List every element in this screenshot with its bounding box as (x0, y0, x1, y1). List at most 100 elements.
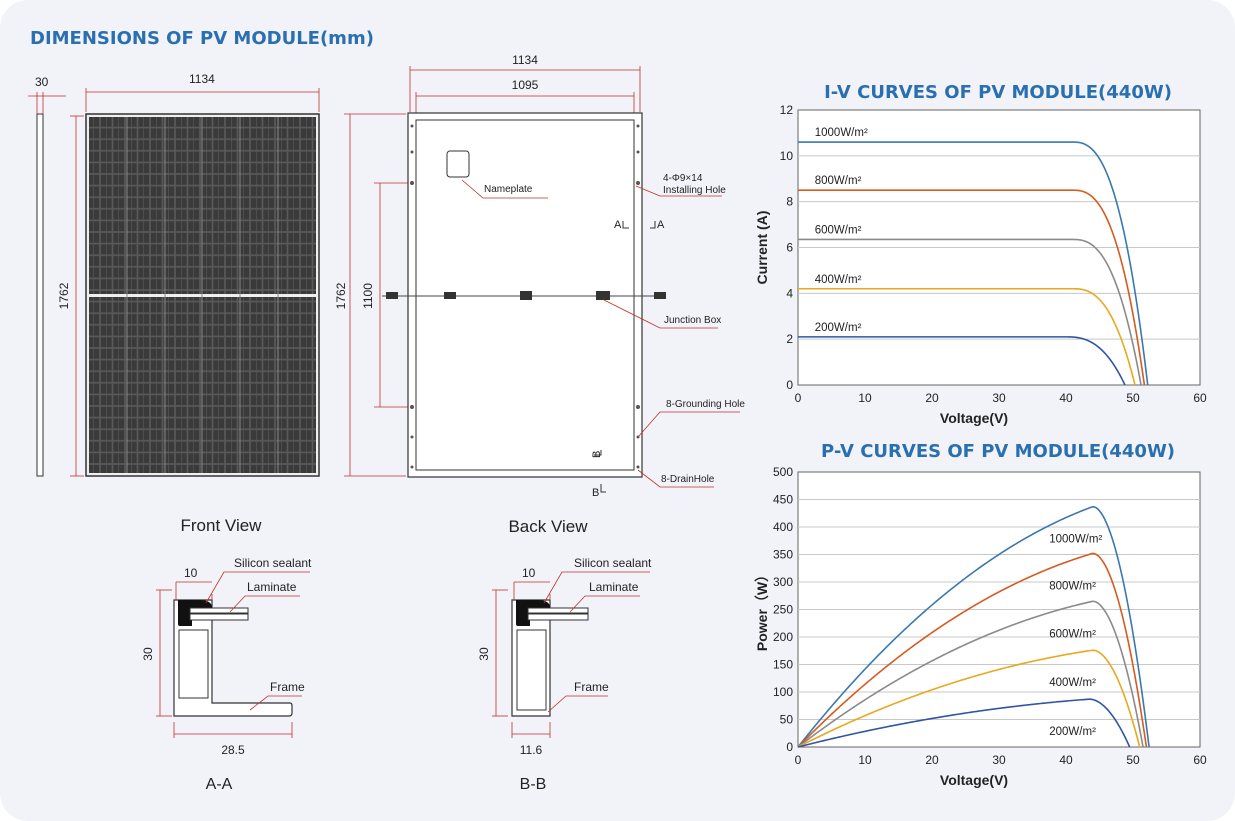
iv-y-tick-label: 6 (786, 241, 793, 255)
iv-x-tick-label: 0 (795, 391, 802, 405)
pv-y-axis-label: Power（W） (754, 568, 770, 651)
bb-laminate-label: Laminate (589, 580, 639, 594)
pv-series-400wm (797, 649, 1141, 748)
pv-y-tick-label: 200 (773, 630, 793, 644)
pv-series-800wm (797, 552, 1148, 748)
aa-top-dim: 10 (184, 566, 198, 580)
iv-series-800wm (798, 189, 1146, 386)
bb-frame-label: Frame (574, 680, 609, 694)
installing-hole-label-1: 4-Φ9×14 (663, 173, 703, 184)
dimensions-title: DIMENSIONS OF PV MODULE(mm) (30, 28, 374, 49)
iv-series-1000wm (798, 141, 1149, 386)
back-width-inner-dim: 1095 (512, 78, 539, 92)
section-mark-b-bottom: B (592, 487, 599, 499)
iv-y-tick-label: 8 (786, 195, 793, 209)
iv-x-tick-label: 10 (858, 391, 872, 405)
pv-series-1000wm (797, 505, 1150, 748)
pv-series-600wm (797, 600, 1144, 748)
drain-hole-label: 8-DrainHole (661, 474, 715, 485)
iv-series-label-1000wm: 1000W/m² (815, 127, 868, 139)
iv-series-label-400wm: 400W/m² (815, 274, 862, 286)
iv-x-tick-label: 20 (925, 391, 939, 405)
front-width-dim: 1134 (189, 72, 215, 86)
iv-series-600wm (798, 238, 1142, 386)
aa-frame-label: Frame (270, 680, 305, 694)
aa-height-dim: 30 (141, 647, 155, 661)
section-aa-drawing (156, 571, 310, 738)
pv-y-tick-label: 350 (773, 548, 793, 562)
pv-y-tick-label: 400 (773, 520, 793, 534)
section-bb-label: B-B (520, 776, 547, 793)
pv-y-tick-label: 50 (780, 713, 794, 727)
bb-bottom-dim: 11.6 (520, 743, 543, 757)
iv-y-tick-label: 12 (780, 103, 794, 117)
section-mark-b-top: B (591, 451, 603, 458)
pv-x-tick-label: 30 (992, 753, 1006, 767)
bb-height-dim: 30 (477, 647, 491, 661)
bb-silicon-label: Silicon sealant (574, 556, 652, 570)
pv-chart: 0 50 100 150 200 250 300 350 400 450 500 0 10 20 30 40 5… (754, 465, 1207, 788)
iv-chart-title: I-V CURVES OF PV MODULE(440W) (824, 82, 1172, 103)
iv-x-axis-label: Voltage(V) (940, 410, 1008, 426)
iv-y-tick-label: 0 (786, 378, 793, 392)
back-view: 1134 1095 1762 1100 (334, 53, 740, 493)
iv-x-tick-label: 60 (1193, 391, 1207, 405)
pv-series-label-200wm: 200W/m² (1049, 726, 1096, 738)
pv-y-tick-label: 0 (786, 740, 793, 754)
front-height-dim: 1762 (57, 282, 71, 309)
aa-laminate-label: Laminate (247, 580, 297, 594)
pv-series-label-1000wm: 1000W/m² (1049, 534, 1102, 546)
iv-series-200wm (798, 336, 1126, 386)
iv-y-tick-label: 2 (786, 332, 793, 346)
iv-y-axis-label: Current (A) (754, 211, 770, 285)
front-view-label: Front View (181, 516, 263, 535)
aa-silicon-label: Silicon sealant (234, 556, 312, 570)
pv-x-tick-label: 20 (925, 753, 939, 767)
front-view: 1134 1762 (57, 72, 320, 477)
junction-box-label: Junction Box (664, 315, 721, 326)
pv-y-tick-label: 500 (773, 465, 793, 479)
section-aa-label: A-A (206, 776, 233, 793)
pv-y-tick-label: 450 (773, 493, 793, 507)
iv-series-label-600wm: 600W/m² (815, 224, 862, 236)
pv-y-tick-label: 250 (773, 603, 793, 617)
pv-x-tick-label: 50 (1126, 753, 1140, 767)
iv-series-label-200wm: 200W/m² (815, 322, 862, 334)
thickness-dim: 30 (35, 75, 49, 89)
side-profile: 30 (28, 75, 66, 477)
iv-x-tick-label: 30 (992, 391, 1006, 405)
pv-x-tick-label: 60 (1193, 753, 1207, 767)
pv-series-label-800wm: 800W/m² (1049, 580, 1096, 592)
pv-x-tick-label: 10 (858, 753, 872, 767)
back-view-label: Back View (508, 517, 588, 536)
installing-hole-label-2: Installing Hole (663, 185, 726, 196)
bb-top-dim: 10 (522, 566, 536, 580)
iv-y-tick-label: 4 (786, 286, 793, 300)
aa-bottom-dim: 28.5 (221, 743, 245, 757)
iv-y-tick-label: 10 (780, 149, 794, 163)
section-bb-drawing (492, 571, 650, 738)
hole-spacing-dim: 1100 (361, 283, 375, 309)
pv-series-label-600wm: 600W/m² (1049, 628, 1096, 640)
pv-y-tick-label: 100 (773, 685, 793, 699)
back-height-dim: 1762 (334, 282, 348, 309)
grounding-hole-label: 8-Grounding Hole (666, 399, 745, 410)
pv-chart-title: P-V CURVES OF PV MODULE(440W) (820, 441, 1176, 462)
pv-x-axis-label: Voltage(V) (940, 772, 1008, 788)
iv-x-tick-label: 40 (1059, 391, 1073, 405)
pv-series-200wm (797, 698, 1131, 748)
back-width-outer-dim: 1134 (512, 53, 538, 67)
pv-y-tick-label: 300 (773, 575, 793, 589)
pv-series-label-400wm: 400W/m² (1049, 677, 1096, 689)
iv-series-400wm (798, 287, 1136, 386)
pv-y-tick-label: 150 (773, 658, 793, 672)
iv-series-label-800wm: 800W/m² (815, 175, 862, 187)
nameplate-label: Nameplate (484, 184, 533, 195)
section-mark-a-left: A (614, 219, 622, 231)
module-drawing: 30 1134 1762 Front View (28, 53, 745, 793)
iv-x-tick-label: 50 (1126, 391, 1140, 405)
pv-x-tick-label: 0 (795, 753, 802, 767)
pv-x-tick-label: 40 (1059, 753, 1073, 767)
